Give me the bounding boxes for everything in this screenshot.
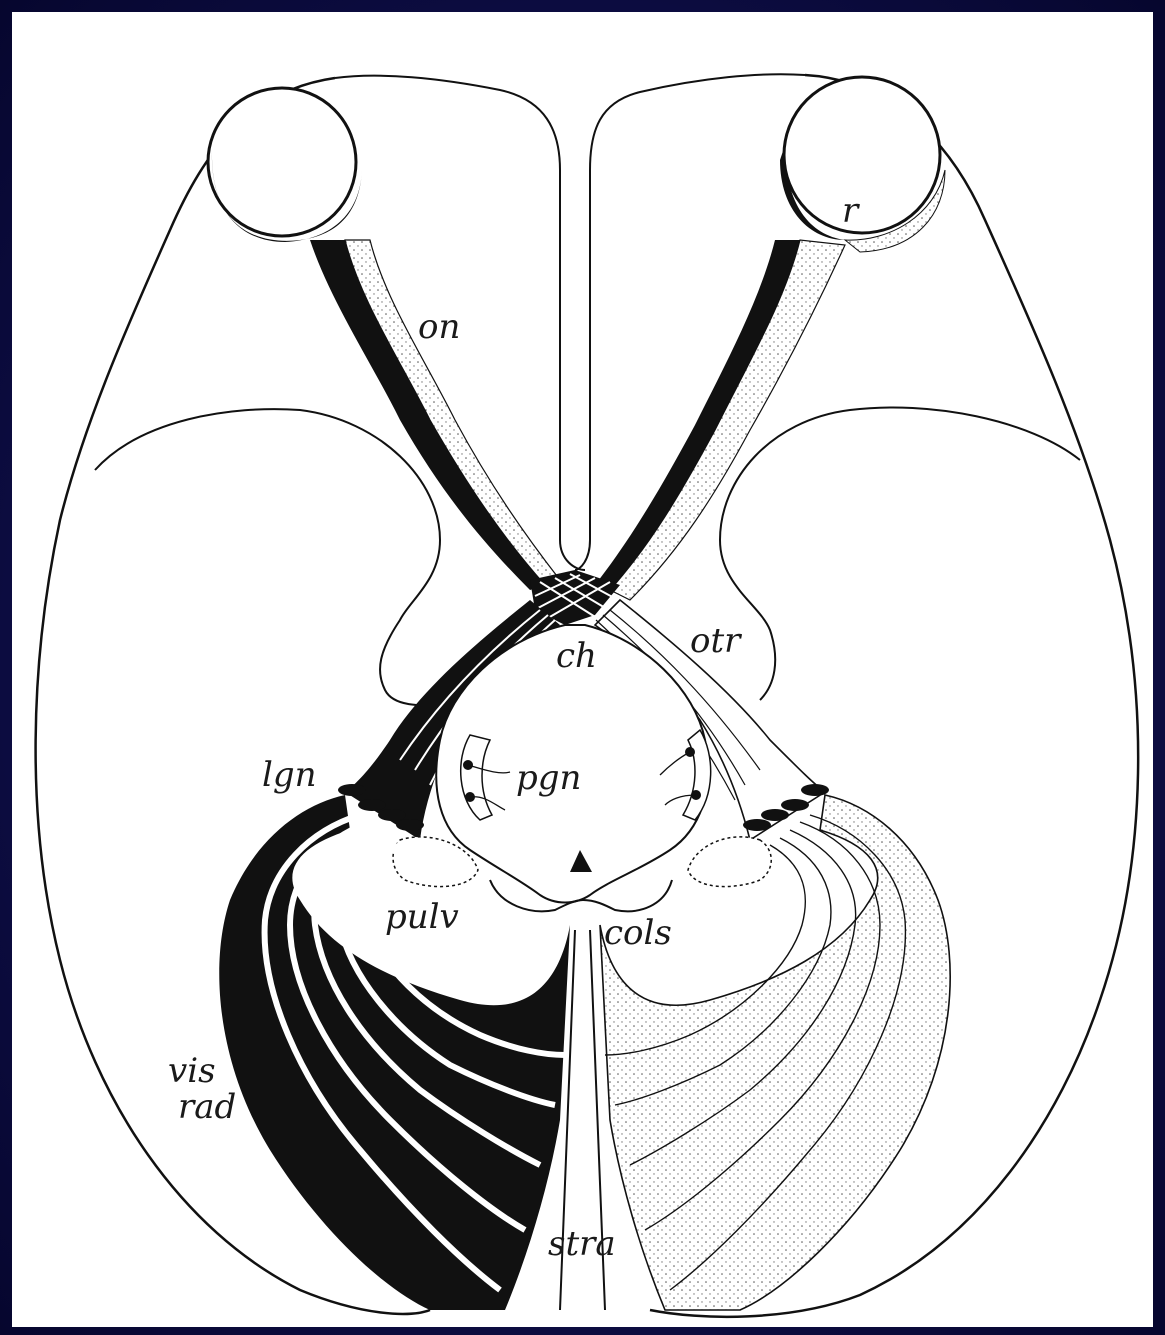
label-r: r <box>842 191 860 231</box>
right-temporal-outline <box>720 407 1080 700</box>
left-eyeball <box>208 88 356 236</box>
label-ch: ch <box>556 636 597 676</box>
label-otr: otr <box>690 621 742 661</box>
label-vis: vis <box>168 1051 216 1091</box>
left-temporal-outline <box>95 409 470 705</box>
label-stra: stra <box>548 1224 616 1264</box>
label-pulv: pulv <box>385 897 459 937</box>
right-eyeball <box>784 77 940 233</box>
right-pulvinar <box>688 837 771 887</box>
label-cols: cols <box>604 913 672 953</box>
right-optic-nerve-black <box>595 240 800 590</box>
left-optic-nerve-stipple <box>345 240 560 585</box>
label-rad: rad <box>178 1087 236 1127</box>
label-pgn: pgn <box>516 758 581 798</box>
right-visual-radiation <box>600 795 950 1310</box>
label-on: on <box>418 307 460 347</box>
label-lgn: lgn <box>262 755 317 795</box>
